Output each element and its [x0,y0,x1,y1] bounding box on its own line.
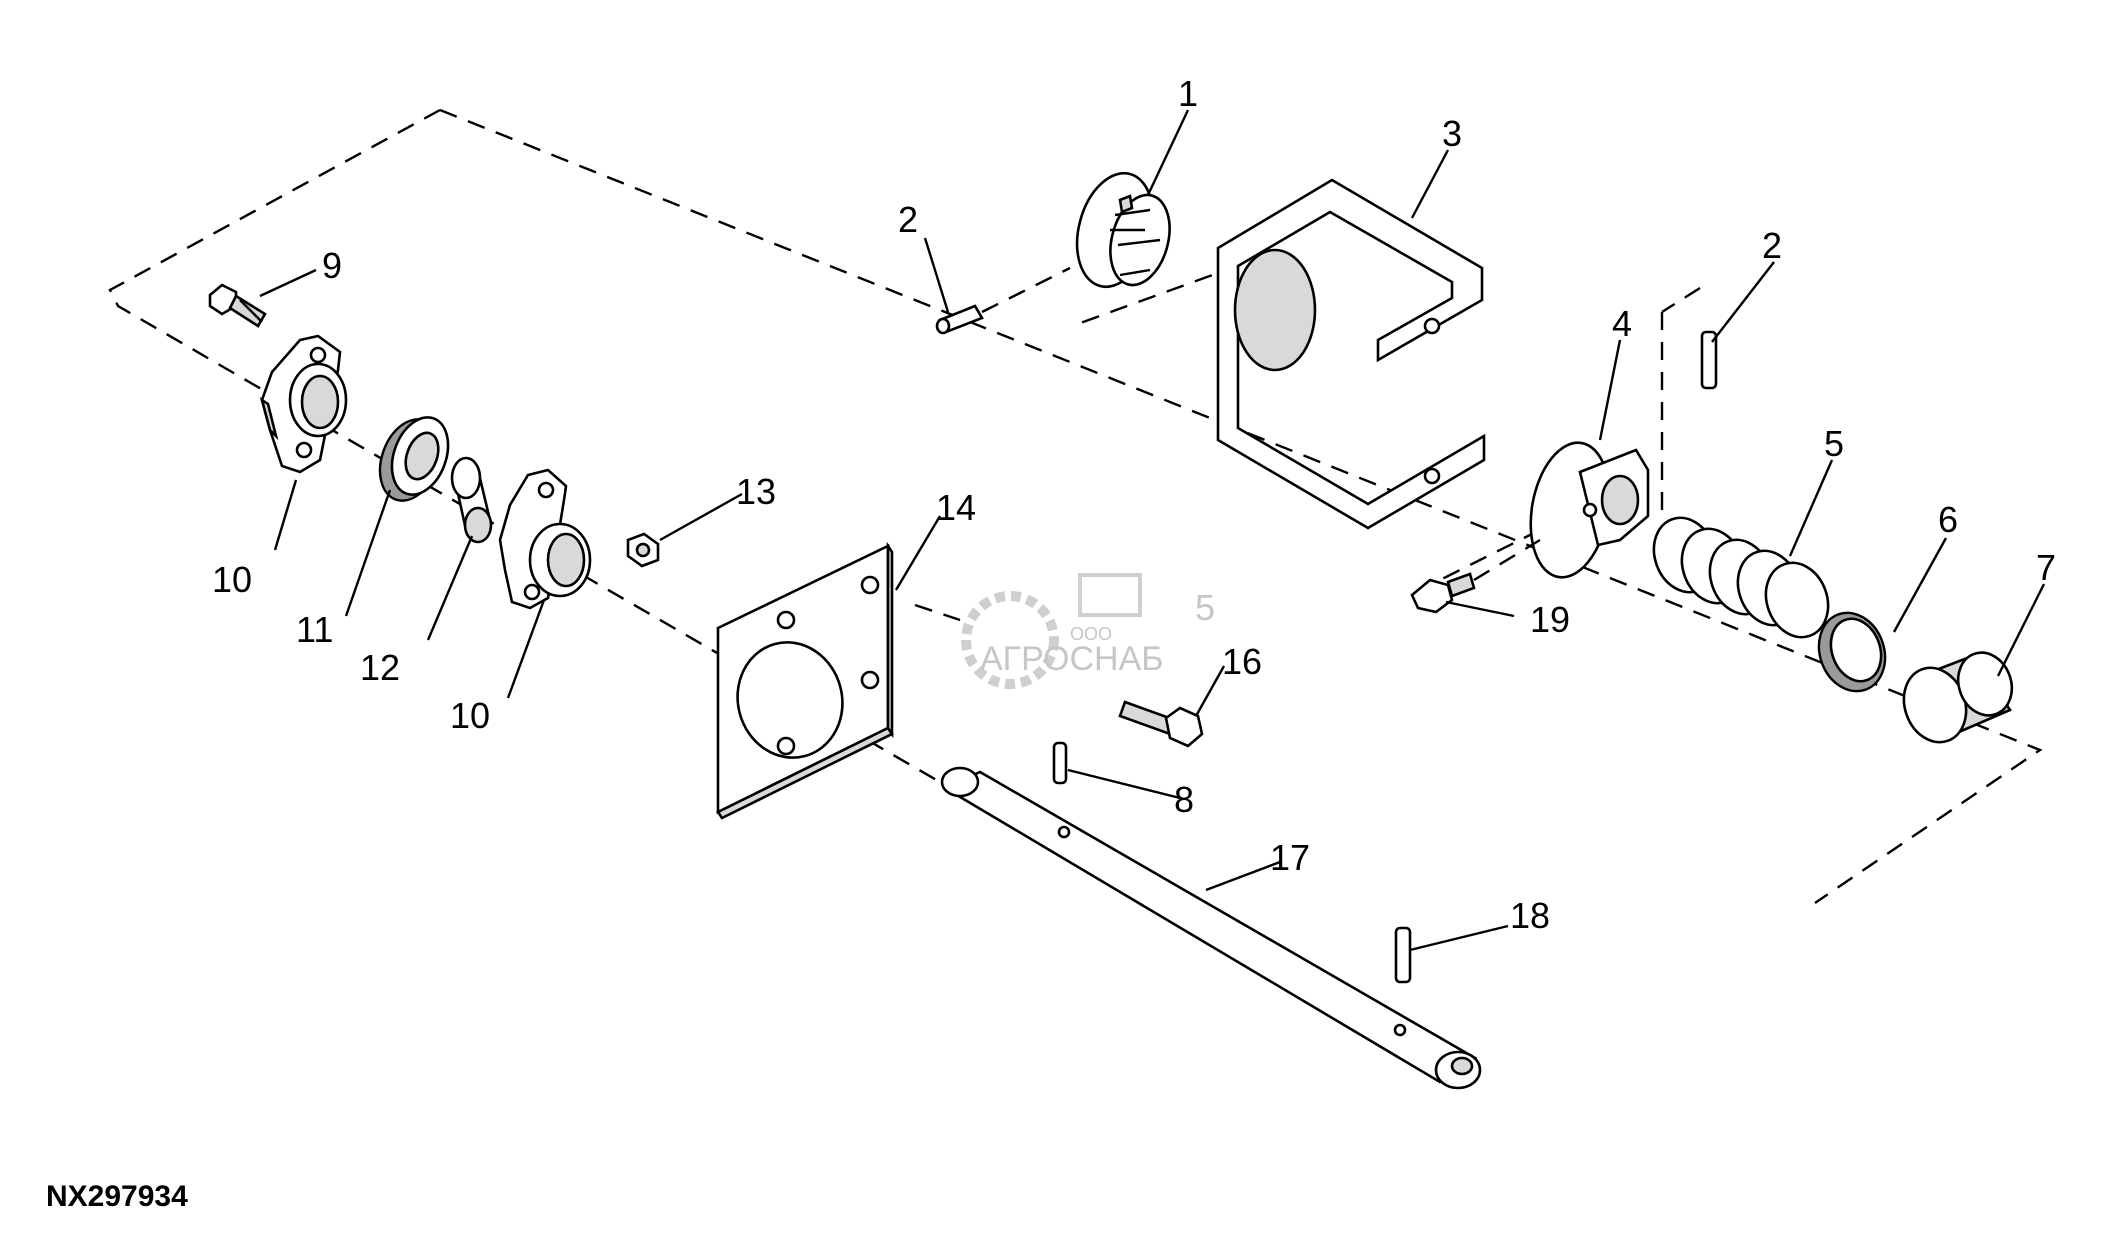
callout-3: 3 [1442,113,1462,154]
washer-part-6 [1817,611,1887,693]
grease-fitting-part-19 [1410,538,1541,614]
guard-part-3 [1216,178,1486,530]
sleeve-part-7 [1902,651,2014,744]
bolt-part-16 [1118,700,1204,748]
watermark-small-text: ООО [1070,624,1112,644]
callout-7: 7 [2036,547,2056,588]
leader-lines [259,109,2046,952]
flange-housing-part-10-upper [259,334,348,474]
watermark-main-text: АГРОСНАБ [980,640,1164,678]
callout-2-left: 2 [898,199,918,240]
callout-6: 6 [1938,499,1958,540]
pin-part-2-left [935,266,1071,335]
callout-11: 11 [296,609,333,650]
pin-part-18 [1394,926,1412,984]
callout-9: 9 [322,245,342,286]
callout-2-right: 2 [1762,225,1782,266]
callout-labels: 1 2 3 2 4 5 6 7 8 9 10 11 12 10 13 14 16… [212,73,2056,936]
spring-part-5 [1652,516,1830,639]
callout-4: 4 [1612,303,1632,344]
sprocket-part-1 [1075,171,1171,289]
callout-5: 5 [1824,423,1844,464]
callout-17: 17 [1270,837,1310,878]
flange-housing-part-10-lower [498,468,592,610]
sprocket-hub-part-4 [1529,441,1650,579]
callout-14: 14 [936,487,976,528]
bearing-part-11 [378,416,450,502]
callout-12: 12 [360,647,400,688]
callout-18: 18 [1510,895,1550,936]
mounting-plate-part-14 [716,541,894,820]
callout-10-lower: 10 [450,695,490,736]
callout-13: 13 [736,471,776,512]
shaft-part-17 [940,766,1482,1090]
pin-part-2-right [1700,330,1718,390]
callout-16: 16 [1222,641,1262,682]
callout-8: 8 [1174,779,1194,820]
callout-19: 19 [1530,599,1570,640]
callout-1: 1 [1178,73,1198,114]
bushing-part-12 [450,456,493,544]
bolt-part-9 [208,283,267,328]
assembly-outline [108,108,2043,904]
nut-part-13 [626,532,660,568]
agrosnab-watermark: ООО АГРОСНАБ 5 [961,573,1215,689]
watermark-suffix-text: 5 [1195,587,1215,628]
figure-id: NX297934 [46,1180,188,1213]
callout-10-upper: 10 [212,559,252,600]
pin-part-8 [1052,741,1068,785]
